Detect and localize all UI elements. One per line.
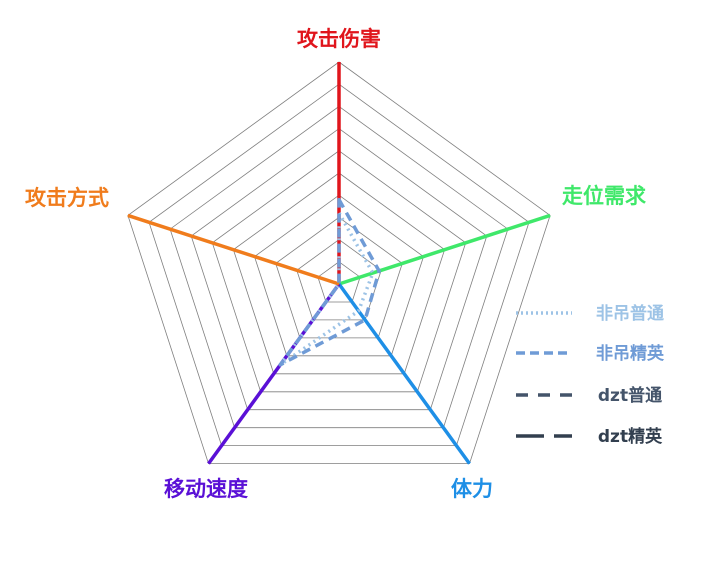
- grid-ring: [254, 194, 424, 357]
- axis-label: 攻击方式: [25, 186, 109, 210]
- legend-label: dzt精英: [598, 426, 663, 447]
- grid-ring: [232, 172, 446, 375]
- axis-line: [127, 213, 340, 286]
- grid-ring: [317, 261, 361, 303]
- axis-label: 体力: [451, 477, 493, 501]
- grid-ring: [275, 216, 403, 339]
- grid-ring: [127, 61, 551, 465]
- grid-ring: [148, 83, 530, 447]
- axis-label: 攻击伤害: [297, 27, 381, 51]
- legend-label: 非吊精英: [596, 343, 665, 364]
- legend-label: 非吊普通: [596, 303, 664, 324]
- axis-label: 走位需求: [562, 184, 646, 208]
- grid-ring: [190, 128, 488, 411]
- series-line: [278, 211, 375, 367]
- grid-ring: [296, 239, 382, 321]
- radar-series: [278, 197, 381, 367]
- radar-grid: [127, 61, 551, 465]
- legend-label: dzt普通: [598, 385, 662, 406]
- grid-ring: [211, 150, 467, 393]
- grid-ring: [169, 105, 509, 429]
- series-line: [278, 197, 381, 367]
- axis-line: [338, 213, 551, 286]
- axis-label: 移动速度: [164, 477, 248, 501]
- axis-line: [337, 282, 471, 465]
